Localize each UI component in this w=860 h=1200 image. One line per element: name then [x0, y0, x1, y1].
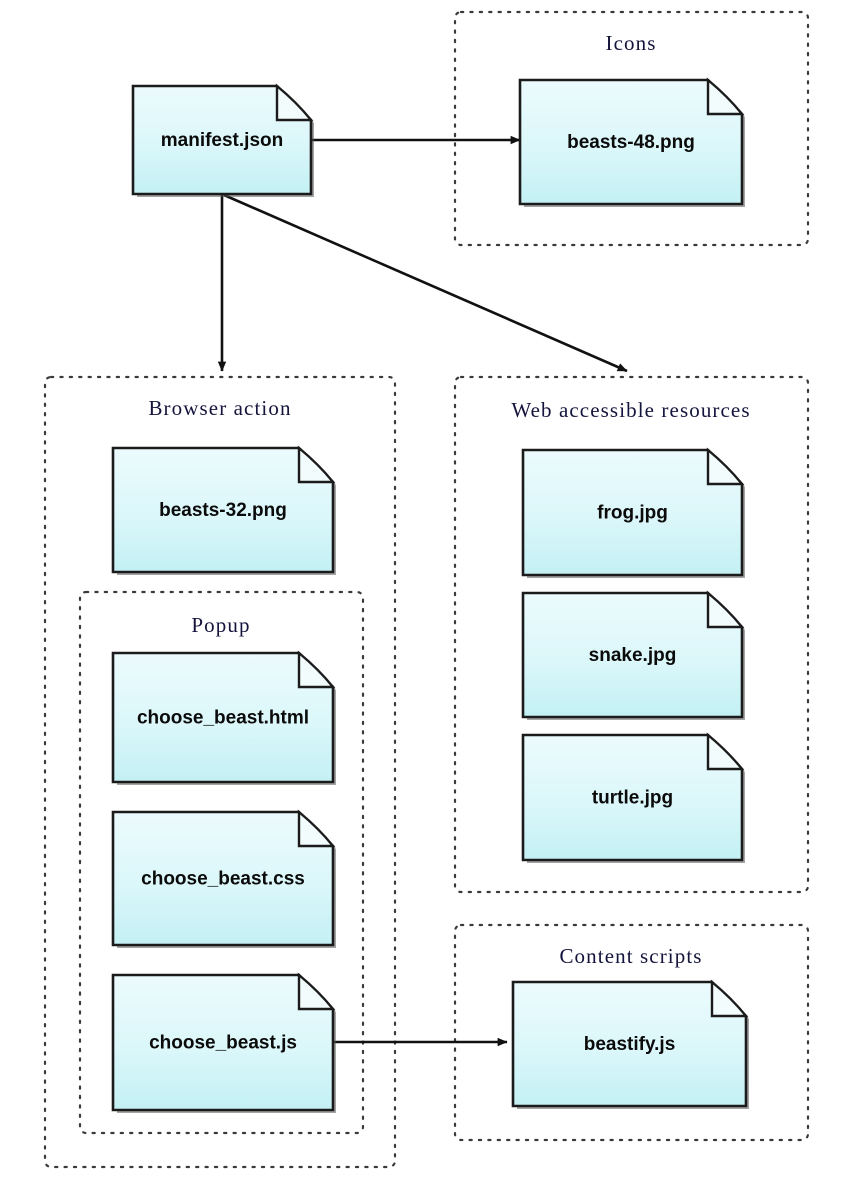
- node-fold-corner-choose-beast-css: [297, 809, 336, 848]
- edge-manifest-to-web-resources: [223, 193, 628, 373]
- node-fold-corner-frog-jpg: [706, 447, 745, 486]
- file-node-beasts-48-png[interactable]: beasts-48.png: [518, 77, 745, 207]
- node-label-beastify-js: beastify.js: [584, 1034, 676, 1055]
- group-border-icons: [453, 10, 810, 247]
- node-body-snake-jpg: [521, 591, 744, 719]
- node-label-turtle-jpg: turtle.jpg: [592, 788, 673, 809]
- file-node-frog-jpg[interactable]: frog.jpg: [521, 447, 745, 578]
- node-label-snake-jpg: snake.jpg: [589, 645, 677, 666]
- node-label-frog-jpg: frog.jpg: [597, 503, 668, 524]
- group-label-icons: Icons: [606, 31, 657, 55]
- group-icons[interactable]: Icons: [453, 10, 810, 247]
- node-body-choose-beast-css: [111, 810, 335, 947]
- group-label-web-accessible-resources: Web accessible resources: [511, 398, 750, 422]
- node-body-beasts-48-png: [518, 78, 744, 206]
- group-border-content-scripts: [453, 923, 810, 1142]
- node-body-beastify-js: [511, 980, 748, 1108]
- node-body-frog-jpg: [521, 448, 744, 577]
- group-border-web-accessible-resources: [453, 375, 810, 894]
- node-fold-corner-beasts-48-png: [706, 77, 745, 116]
- node-fold-corner-choose-beast-html: [297, 650, 336, 689]
- node-fold-corner-manifest-json: [275, 83, 314, 122]
- file-node-manifest-json[interactable]: manifest.json: [131, 83, 314, 197]
- node-label-choose-beast-css: choose_beast.css: [141, 869, 305, 890]
- group-label-popup: Popup: [191, 613, 250, 637]
- node-body-manifest-json: [131, 84, 313, 196]
- group-content-scripts[interactable]: Content scripts: [453, 923, 810, 1142]
- edge-connectors: [217, 135, 628, 1047]
- file-node-turtle-jpg[interactable]: turtle.jpg: [521, 732, 745, 863]
- group-border-popup: [78, 590, 365, 1135]
- node-label-choose-beast-html: choose_beast.html: [137, 708, 309, 729]
- file-node-choose-beast-js[interactable]: choose_beast.js: [111, 972, 336, 1113]
- file-node-beasts-32-png[interactable]: beasts-32.png: [111, 445, 336, 575]
- node-fold-corner-snake-jpg: [706, 590, 745, 629]
- node-body-turtle-jpg: [521, 733, 744, 862]
- node-body-beasts-32-png: [111, 446, 335, 574]
- node-fold-corner-beasts-32-png: [297, 445, 336, 484]
- group-browser-action[interactable]: Browser action: [43, 375, 397, 1169]
- node-fold-corner-beastify-js: [710, 979, 749, 1018]
- node-label-choose-beast-js: choose_beast.js: [149, 1033, 297, 1054]
- group-label-browser-action: Browser action: [148, 396, 291, 420]
- node-body-choose-beast-js: [111, 973, 335, 1112]
- group-border-browser-action: [43, 375, 397, 1169]
- node-label-beasts-48-png: beasts-48.png: [567, 132, 695, 153]
- group-web-accessible-resources[interactable]: Web accessible resources: [453, 375, 810, 894]
- file-nodes: manifest.json beasts-48.png beasts-32.png c…: [111, 77, 749, 1113]
- file-node-snake-jpg[interactable]: snake.jpg: [521, 590, 745, 720]
- node-fold-corner-choose-beast-js: [297, 972, 336, 1011]
- node-label-manifest-json: manifest.json: [161, 130, 283, 151]
- node-fold-corner-turtle-jpg: [706, 732, 745, 771]
- group-popup[interactable]: Popup: [78, 590, 365, 1135]
- node-body-choose-beast-html: [111, 651, 335, 784]
- group-label-content-scripts: Content scripts: [559, 944, 702, 968]
- file-node-beastify-js[interactable]: beastify.js: [511, 979, 749, 1109]
- file-node-choose-beast-css[interactable]: choose_beast.css: [111, 809, 336, 948]
- node-label-beasts-32-png: beasts-32.png: [159, 500, 287, 521]
- file-node-choose-beast-html[interactable]: choose_beast.html: [111, 650, 336, 785]
